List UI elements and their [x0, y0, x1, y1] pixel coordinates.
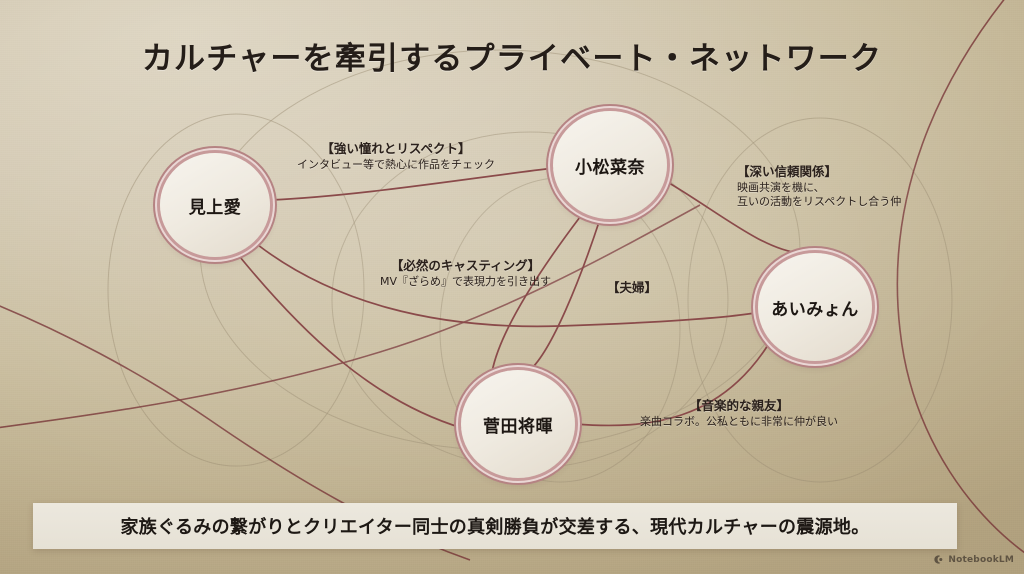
node-label-suda: 菅田将暉 [483, 416, 553, 437]
node-label-aimyon: あいみょん [771, 299, 859, 320]
caption-bar: 家族ぐるみの繋がりとクリエイター同士の真剣勝負が交差する、現代カルチャーの震源地… [33, 503, 957, 549]
edge-detail: 楽曲コラボ。公私ともに非常に仲が良い [640, 414, 838, 428]
edge-label-suda-aimyon: 【音楽的な親友】 楽曲コラボ。公私ともに非常に仲が良い [640, 398, 838, 429]
node-aimyon[interactable]: あいみょん [758, 253, 872, 361]
edge-headline: 【夫婦】 [607, 280, 658, 295]
node-label-komatsu: 小松菜奈 [575, 157, 645, 178]
edge-label-komatsu-aimyon: 【深い信頼関係】 映画共演を機に、 互いの活動をリスペクトし合う仲 [737, 164, 901, 210]
node-komatsu[interactable]: 小松菜奈 [553, 111, 667, 219]
edge-headline: 【深い信頼関係】 [737, 164, 838, 179]
caption-text: 家族ぐるみの繋がりとクリエイター同士の真剣勝負が交差する、現代カルチャーの震源地… [120, 517, 870, 538]
edge-line-suda-aimyon [574, 344, 769, 427]
edge-label-miage-komatsu: 【強い憧れとリスペクト】 インタビュー等で熱心に作品をチェック [297, 141, 495, 172]
edge-label-komatsu-suda: 【夫婦】 [607, 280, 657, 297]
node-suda[interactable]: 菅田将暉 [461, 370, 575, 478]
edge-headline: 【音楽的な親友】 [688, 398, 789, 413]
notebooklm-logo-icon [933, 550, 944, 569]
edge-line-komatsu-suda-alt [491, 216, 581, 373]
edge-line-komatsu-suda [529, 218, 601, 371]
edge-line-miage-aimyon [257, 244, 761, 328]
edge-line-miage-komatsu [269, 167, 555, 201]
edge-line-miage-suda [239, 256, 463, 429]
page-title: カルチャーを牽引するプライベート・ネットワーク [141, 41, 883, 77]
edge-headline: 【強い憧れとリスペクト】 [321, 141, 471, 156]
edge-line-komatsu-aimyon [663, 179, 801, 254]
edge-detail: MV『ざらめ』で表現力を引き出す [380, 274, 552, 288]
edge-detail: インタビュー等で熱心に作品をチェック [297, 157, 495, 171]
watermark: NotebookLM [933, 550, 1014, 569]
edge-detail-line-2: 互いの活動をリスペクトし合う仲 [737, 195, 902, 209]
watermark-label: NotebookLM [948, 554, 1014, 565]
edge-headline: 【必然のキャスティング】 [390, 258, 541, 273]
edge-label-miage-suda: 【必然のキャスティング】 MV『ざらめ』で表現力を引き出す [380, 258, 551, 289]
node-miage[interactable]: 見上愛 [160, 153, 270, 257]
node-label-miage: 見上愛 [188, 197, 242, 218]
edge-detail-line-1: 映画共演を機に、 [737, 180, 825, 194]
